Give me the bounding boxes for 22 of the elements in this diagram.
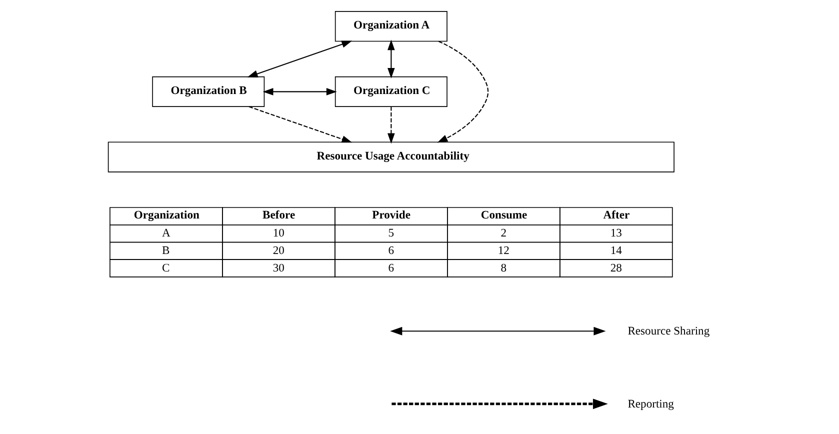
legend-label: Resource Sharing — [628, 324, 710, 338]
label: B — [162, 244, 170, 257]
label: 12 — [498, 244, 510, 257]
legend-label: Reporting — [628, 397, 674, 410]
label: Organization — [134, 208, 200, 222]
label: 10 — [272, 226, 284, 240]
label: C — [162, 261, 170, 274]
label: A — [162, 226, 170, 240]
label: 13 — [610, 226, 622, 240]
label: 6 — [388, 261, 394, 274]
label: Provide — [372, 208, 410, 222]
label: Consume — [480, 208, 528, 222]
label: 5 — [388, 226, 394, 240]
label: After — [603, 208, 630, 222]
label: 20 — [272, 244, 284, 257]
label: 2 — [500, 226, 507, 240]
label: 30 — [272, 261, 284, 274]
label: Before — [262, 208, 296, 222]
label: 28 — [610, 261, 622, 274]
label: 14 — [610, 244, 622, 257]
label: 6 — [388, 244, 394, 257]
label: 8 — [500, 261, 507, 274]
